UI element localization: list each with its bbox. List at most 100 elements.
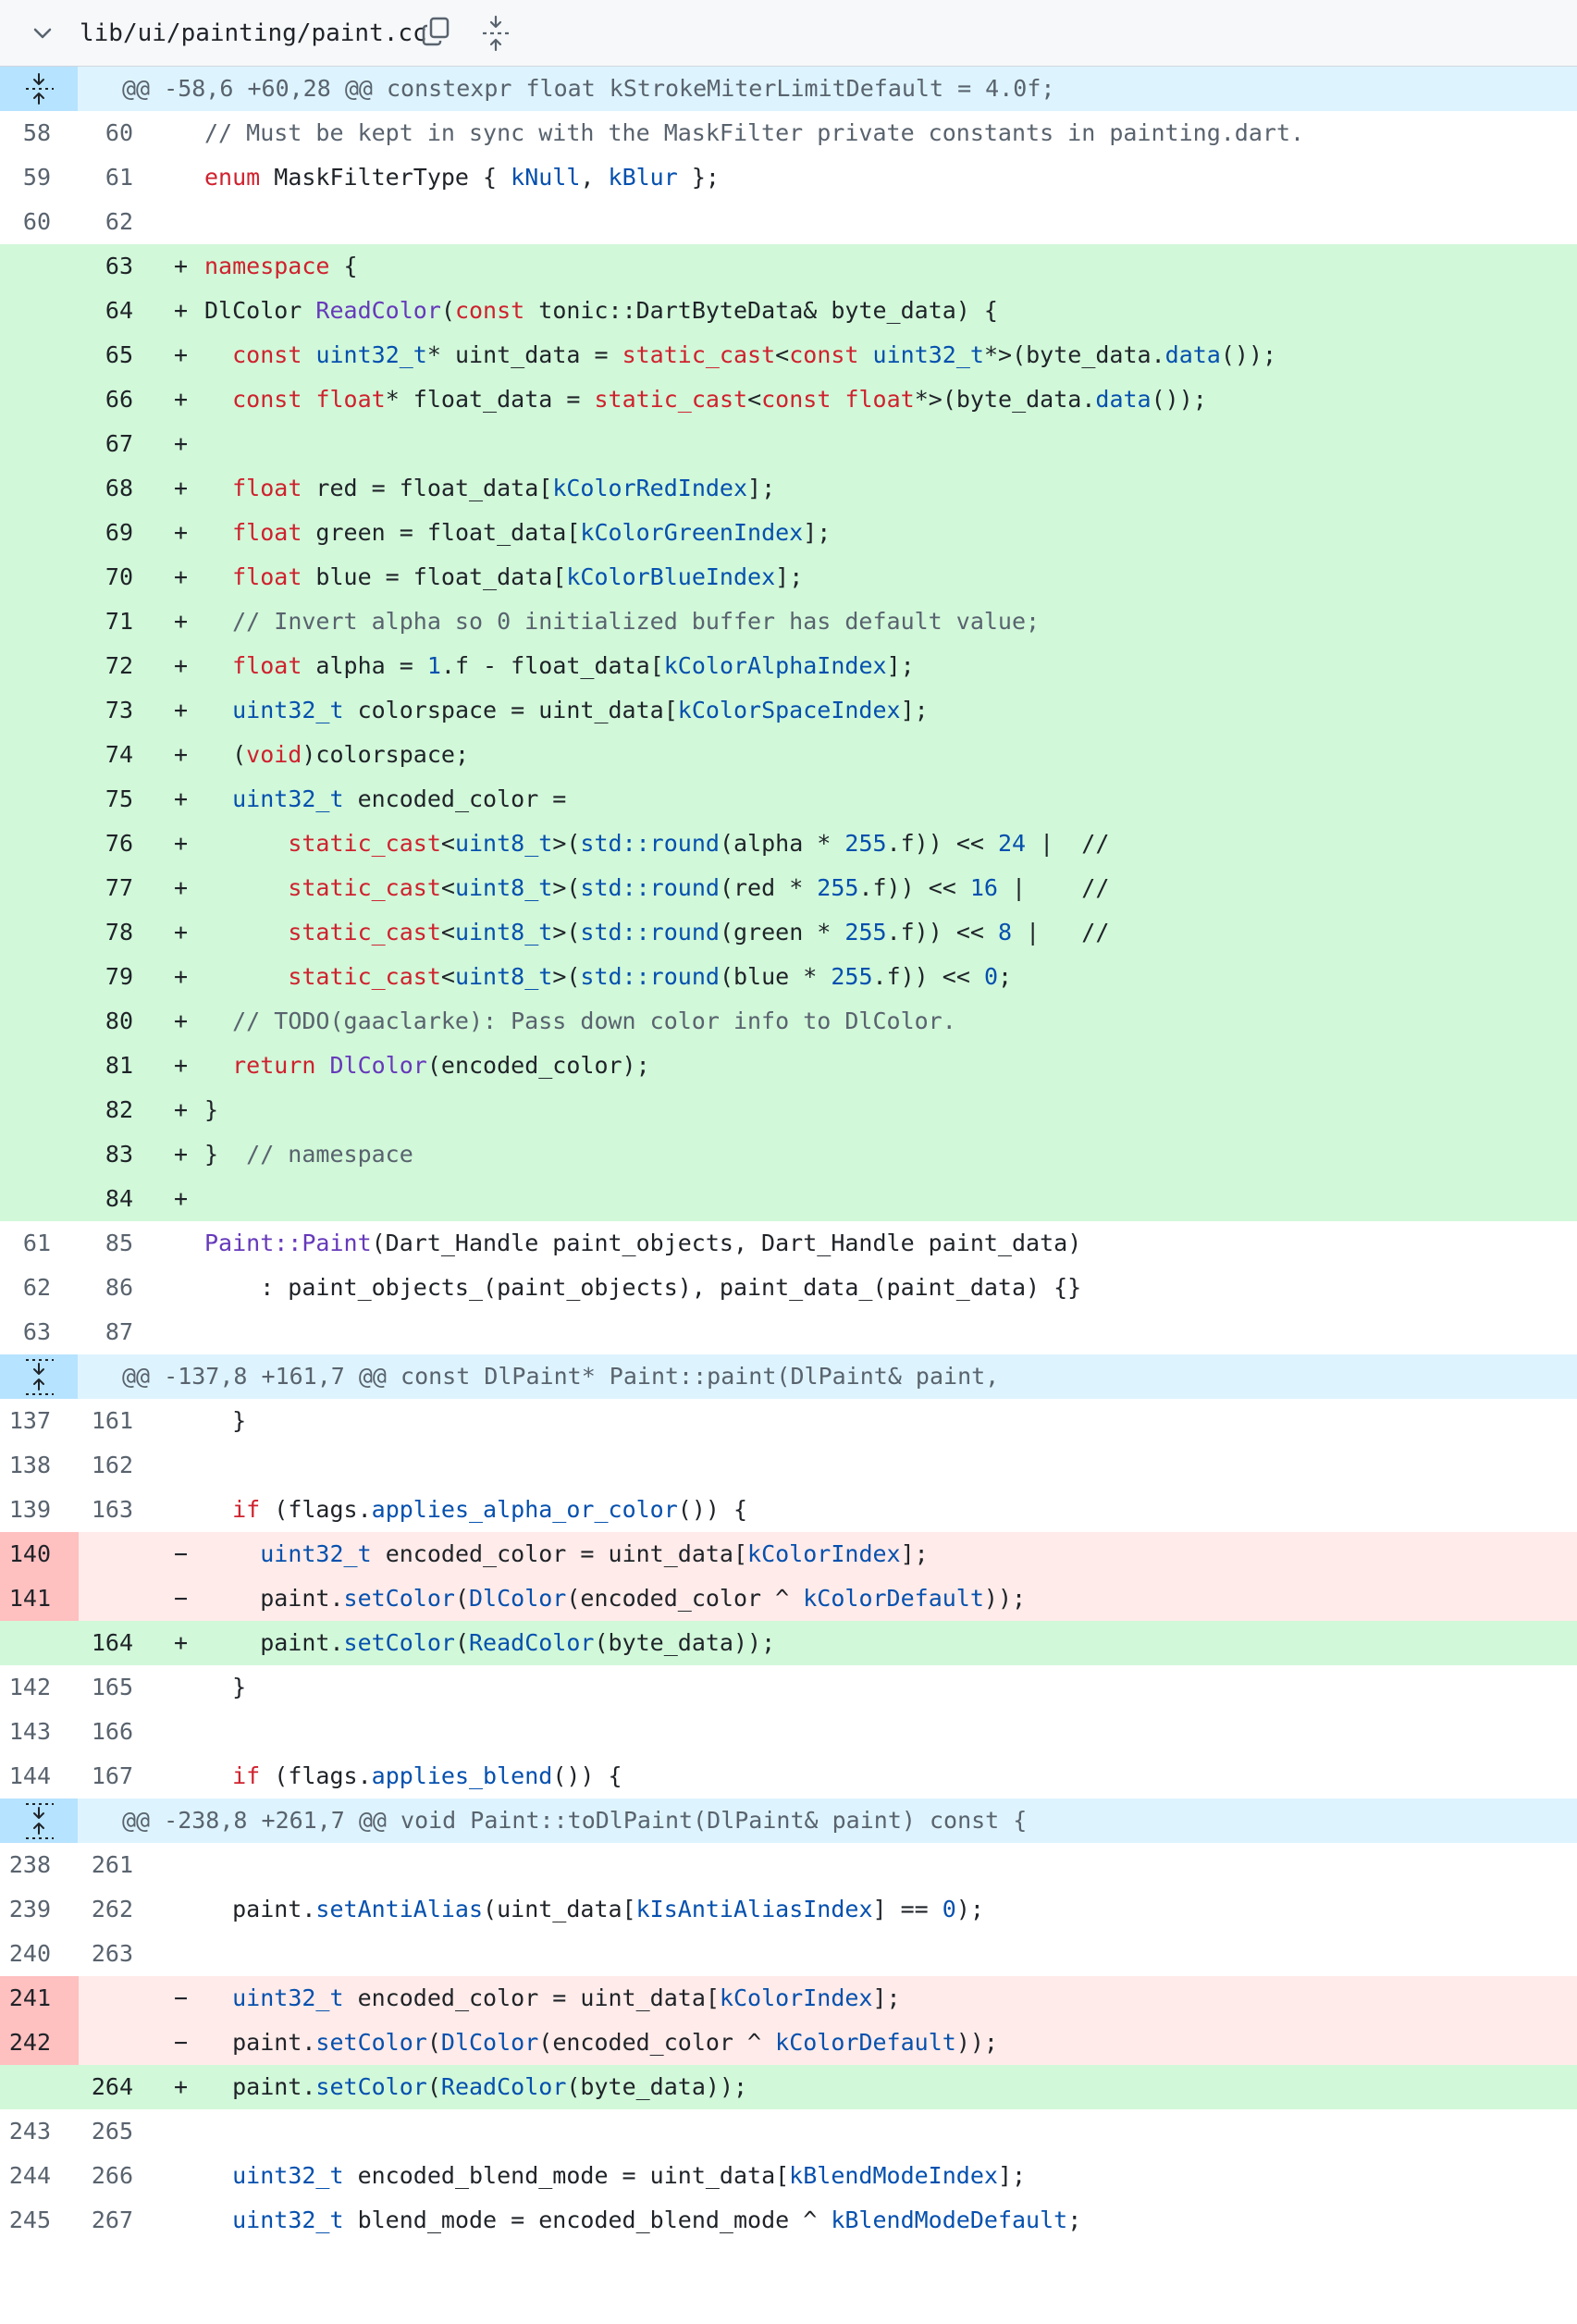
new-line-number[interactable]: 262 xyxy=(91,1896,133,1922)
old-line-number[interactable]: 59 xyxy=(22,164,51,191)
new-line-number[interactable]: 61 xyxy=(105,164,133,191)
new-line-number[interactable]: 263 xyxy=(91,1940,133,1967)
old-line-number[interactable]: 141 xyxy=(0,1576,79,1621)
new-line-number[interactable]: 264 xyxy=(91,2073,133,2100)
new-line-number[interactable]: 65 xyxy=(105,341,133,368)
old-line-number[interactable] xyxy=(0,466,79,511)
new-line-number[interactable]: 84 xyxy=(105,1185,133,1212)
new-line-number[interactable]: 66 xyxy=(105,386,133,413)
old-line-number[interactable] xyxy=(0,1177,79,1221)
old-line-number[interactable]: 139 xyxy=(8,1496,51,1523)
new-line-number[interactable]: 82 xyxy=(105,1096,133,1123)
old-line-number[interactable]: 61 xyxy=(22,1230,51,1256)
new-line-number[interactable]: 64 xyxy=(105,297,133,324)
file-path[interactable]: lib/ui/painting/paint.cc xyxy=(80,19,427,47)
new-line-number[interactable]: 267 xyxy=(91,2207,133,2233)
old-line-number[interactable]: 243 xyxy=(8,2118,51,2145)
new-line-number[interactable]: 76 xyxy=(105,830,133,857)
old-line-number[interactable]: 241 xyxy=(0,1976,79,2021)
old-line-number[interactable] xyxy=(0,511,79,555)
new-line-number[interactable]: 63 xyxy=(105,253,133,279)
old-line-number[interactable]: 142 xyxy=(8,1674,51,1700)
new-line-number[interactable]: 62 xyxy=(105,208,133,235)
code-token: enum xyxy=(204,164,261,191)
new-line-number[interactable]: 70 xyxy=(105,563,133,590)
old-line-number[interactable]: 58 xyxy=(22,119,51,146)
old-line-number[interactable]: 143 xyxy=(8,1718,51,1745)
old-line-number[interactable] xyxy=(0,777,79,822)
old-line-number[interactable]: 245 xyxy=(8,2207,51,2233)
new-line-number[interactable]: 163 xyxy=(91,1496,133,1523)
old-line-number[interactable] xyxy=(0,910,79,955)
new-line-number[interactable]: 80 xyxy=(105,1007,133,1034)
old-line-number[interactable]: 63 xyxy=(22,1318,51,1345)
new-line-number[interactable]: 266 xyxy=(91,2162,133,2189)
new-line-number[interactable] xyxy=(79,1576,157,1621)
new-line-number[interactable]: 87 xyxy=(105,1318,133,1345)
new-line-number[interactable]: 69 xyxy=(105,519,133,546)
old-line-number[interactable] xyxy=(0,333,79,377)
new-line-number[interactable]: 81 xyxy=(105,1052,133,1079)
old-line-number[interactable]: 137 xyxy=(8,1407,51,1434)
expand-up-down-icon[interactable] xyxy=(0,1354,78,1399)
old-line-number[interactable] xyxy=(0,822,79,866)
old-line-number[interactable]: 138 xyxy=(8,1452,51,1478)
new-line-number[interactable]: 71 xyxy=(105,608,133,635)
new-line-number[interactable]: 167 xyxy=(91,1762,133,1789)
new-line-number[interactable] xyxy=(79,2021,157,2065)
new-line-number[interactable]: 265 xyxy=(91,2118,133,2145)
new-line-number[interactable]: 164 xyxy=(91,1629,133,1656)
new-line-number[interactable]: 86 xyxy=(105,1274,133,1301)
old-line-number[interactable] xyxy=(0,600,79,644)
unfold-icon[interactable] xyxy=(479,15,512,52)
old-line-number[interactable] xyxy=(0,866,79,910)
old-line-number[interactable]: 140 xyxy=(0,1532,79,1576)
old-line-number[interactable] xyxy=(0,289,79,333)
new-line-number[interactable]: 261 xyxy=(91,1851,133,1878)
new-line-number[interactable]: 83 xyxy=(105,1141,133,1168)
new-line-number[interactable]: 165 xyxy=(91,1674,133,1700)
expand-down-icon[interactable] xyxy=(0,67,78,111)
new-line-number[interactable]: 85 xyxy=(105,1230,133,1256)
old-line-number[interactable] xyxy=(0,1088,79,1132)
new-line-number[interactable]: 67 xyxy=(105,430,133,457)
old-line-number[interactable] xyxy=(0,688,79,733)
old-line-number[interactable] xyxy=(0,1044,79,1088)
old-line-number[interactable]: 242 xyxy=(0,2021,79,2065)
new-line-number[interactable]: 162 xyxy=(91,1452,133,1478)
old-line-number[interactable] xyxy=(0,955,79,999)
chevron-down-icon[interactable] xyxy=(28,19,57,48)
new-line-number[interactable] xyxy=(79,1976,157,2021)
new-line-number[interactable]: 68 xyxy=(105,475,133,501)
old-line-number[interactable] xyxy=(0,555,79,600)
new-line-number[interactable]: 77 xyxy=(105,874,133,901)
new-line-number[interactable]: 161 xyxy=(91,1407,133,1434)
old-line-number[interactable] xyxy=(0,244,79,289)
old-line-number[interactable]: 239 xyxy=(8,1896,51,1922)
old-line-number[interactable]: 244 xyxy=(8,2162,51,2189)
old-line-number[interactable] xyxy=(0,377,79,422)
old-line-number[interactable]: 238 xyxy=(8,1851,51,1878)
old-line-number[interactable] xyxy=(0,733,79,777)
old-line-number[interactable] xyxy=(0,999,79,1044)
old-line-number[interactable] xyxy=(0,644,79,688)
new-line-number[interactable]: 166 xyxy=(91,1718,133,1745)
new-line-number[interactable]: 73 xyxy=(105,697,133,723)
expand-up-down-icon[interactable] xyxy=(0,1799,78,1843)
new-line-number[interactable] xyxy=(79,1532,157,1576)
new-line-number[interactable]: 75 xyxy=(105,785,133,812)
old-line-number[interactable] xyxy=(0,422,79,466)
old-line-number[interactable] xyxy=(0,2065,79,2109)
old-line-number[interactable] xyxy=(0,1132,79,1177)
new-line-number[interactable]: 79 xyxy=(105,963,133,990)
old-line-number[interactable]: 240 xyxy=(8,1940,51,1967)
old-line-number[interactable] xyxy=(0,1621,79,1665)
new-line-number[interactable]: 60 xyxy=(105,119,133,146)
old-line-number[interactable]: 62 xyxy=(22,1274,51,1301)
new-line-number[interactable]: 74 xyxy=(105,741,133,768)
new-line-number[interactable]: 78 xyxy=(105,919,133,946)
copy-icon[interactable] xyxy=(420,15,453,48)
new-line-number[interactable]: 72 xyxy=(105,652,133,679)
old-line-number[interactable]: 144 xyxy=(8,1762,51,1789)
old-line-number[interactable]: 60 xyxy=(22,208,51,235)
